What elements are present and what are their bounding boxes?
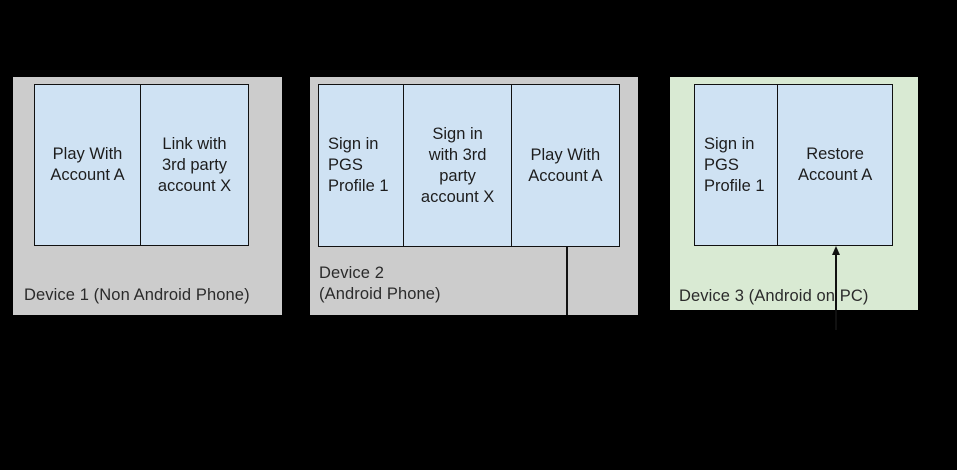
cell-sign-in-with-3rd-party-account-x[interactable]: Sign in with 3rd party account X [404,85,512,246]
device-2-cell-strip: Sign in PGS Profile 1 Sign in with 3rd p… [318,84,620,247]
cell-link-with-3rd-party-account-x[interactable]: Link with 3rd party account X [157,134,232,195]
connector-restore-arrow-line [835,252,837,330]
connector-device2-down-line [566,247,568,315]
device-1-cell-strip: Play With Account A Link with 3rd party … [34,84,249,246]
cell-play-with-account-a-device-2[interactable]: Play With Account A [528,145,603,185]
device-3-cell-strip: Sign in PGS Profile 1 Restore Account A [694,84,893,246]
device-2-label: Device 2 (Android Phone) [319,264,441,303]
device-1-label: Device 1 (Non Android Phone) [24,286,250,304]
device-3-label: Device 3 (Android on PC) [679,287,869,305]
cell-sign-in-pgs-profile-1-device-2[interactable]: Sign in PGS Profile 1 [319,85,405,246]
cell-restore-account-a[interactable]: Restore Account A [797,145,873,184]
arrow-up-icon [831,246,840,255]
cell-sign-in-pgs-profile-1-device-3[interactable]: Sign in PGS Profile 1 [695,85,779,245]
cell-play-with-account-a-device-1[interactable]: Play With Account A [35,85,142,245]
